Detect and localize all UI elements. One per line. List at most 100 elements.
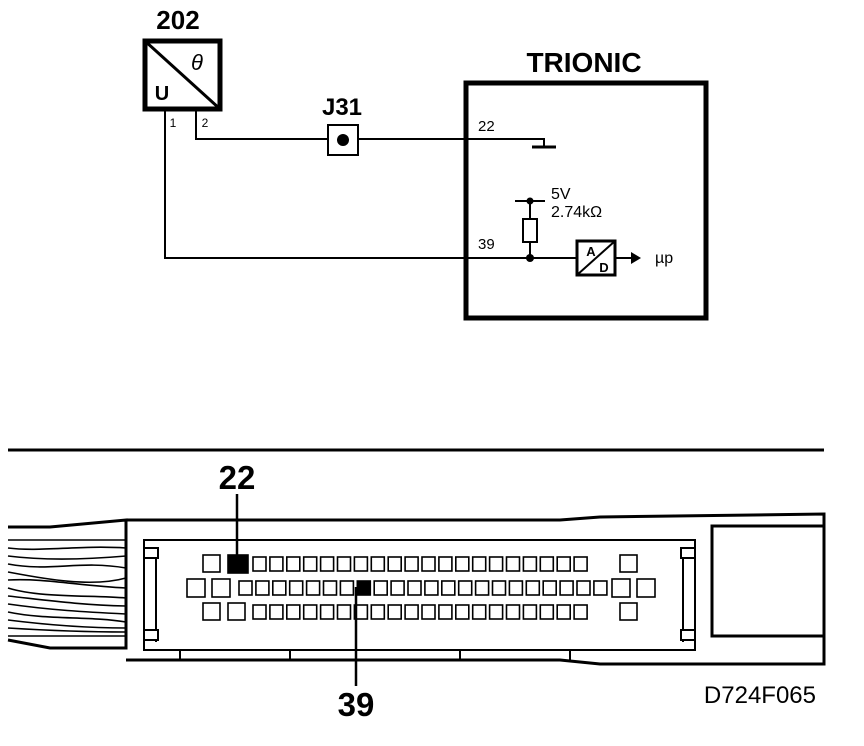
sensor-number-label: 202 <box>156 5 199 35</box>
connector-pin <box>525 580 541 596</box>
connector-pin <box>186 578 206 598</box>
connector-pin <box>404 604 419 620</box>
connector-pin <box>319 604 335 620</box>
connector-pin <box>542 580 558 596</box>
connector-pin <box>611 578 631 598</box>
connector-pin <box>522 604 538 620</box>
connector-pin <box>252 604 267 620</box>
connector-pin <box>302 604 318 620</box>
ground-symbol <box>466 138 556 149</box>
connector-pin <box>252 556 267 572</box>
converter-d-label: D <box>599 260 608 275</box>
sensor-202-box <box>142 38 223 112</box>
connector-pin <box>288 580 304 596</box>
connector-pin <box>370 556 386 572</box>
connector-face <box>143 539 696 660</box>
connector-pin <box>202 602 221 621</box>
connector-pin <box>269 556 284 572</box>
sensor-theta-symbol: θ <box>191 50 203 75</box>
callout-22-label: 22 <box>219 459 256 496</box>
connector-housing <box>7 512 826 666</box>
connector-pin <box>619 554 638 573</box>
pullup-resistor <box>522 201 538 258</box>
connector-pin <box>559 580 574 596</box>
connector-pin <box>576 580 591 596</box>
sensor-u-symbol: U <box>155 83 169 105</box>
output-label: µp <box>655 250 673 267</box>
connector-pin <box>508 580 524 596</box>
sensor-pin2-label: 2 <box>202 116 209 130</box>
connector-pin <box>404 556 419 572</box>
connector-pin <box>387 604 403 620</box>
ecu-box <box>463 80 709 321</box>
callout-39-label: 39 <box>338 686 375 723</box>
connector-pin <box>339 580 355 596</box>
junction-j31 <box>327 124 359 156</box>
connector-pin <box>424 580 439 596</box>
wire-pin1-to-ecu39 <box>164 109 466 259</box>
ecu-pin22-label: 22 <box>478 118 495 135</box>
connector-pin <box>227 602 246 621</box>
connector-pin <box>505 556 521 572</box>
connector-pin <box>271 580 287 596</box>
connector-pin <box>573 556 588 572</box>
ecu-title: TRIONIC <box>526 47 641 78</box>
connector-pin <box>636 578 656 598</box>
connector-pin <box>539 556 555 572</box>
resistor-value-label: 2.74kΩ <box>551 204 602 221</box>
connector-pin <box>370 604 386 620</box>
output-arrow <box>615 252 641 264</box>
connector-pin <box>373 580 389 596</box>
connector-pin <box>522 556 538 572</box>
connector-pin <box>202 554 221 573</box>
connector-pin <box>336 604 352 620</box>
connector-pin <box>488 556 504 572</box>
connector-pin <box>471 556 487 572</box>
connector-pin <box>491 580 507 596</box>
converter-a-label: A <box>586 244 596 259</box>
connector-pin-39 <box>356 580 372 596</box>
connector-pin <box>556 604 572 620</box>
connector-pin <box>319 556 335 572</box>
connector-pin <box>438 604 453 620</box>
connector-pin <box>440 580 456 596</box>
wire-pin2-to-ecu22 <box>195 109 328 140</box>
connector-pin <box>211 578 231 598</box>
connector-pin <box>488 604 504 620</box>
connector-pin <box>285 604 301 620</box>
ad-converter <box>575 239 617 277</box>
connector-pin-grid <box>186 554 656 621</box>
connector-pin <box>573 604 588 620</box>
connector-pin <box>421 604 436 620</box>
connector-pin <box>269 604 284 620</box>
connector-pin <box>305 580 321 596</box>
connector-pin <box>238 580 253 596</box>
connector-pin <box>454 556 470 572</box>
connector-pin <box>474 580 490 596</box>
connector-pin <box>255 580 270 596</box>
connector-pin <box>387 556 403 572</box>
connector-pin <box>353 604 369 620</box>
sensor-pin1-label: 1 <box>170 116 177 130</box>
figure-code: D724F065 <box>704 682 816 709</box>
connector-pin-22 <box>227 554 249 574</box>
wire-harness <box>7 539 127 637</box>
connector-pin <box>505 604 521 620</box>
connector-pin <box>454 604 470 620</box>
connector-pin <box>457 580 473 596</box>
connector-pin <box>556 556 572 572</box>
connector-pin <box>407 580 422 596</box>
junction-label: J31 <box>322 94 362 121</box>
connector-pin <box>471 604 487 620</box>
connector-pin <box>353 556 369 572</box>
connector-pin <box>593 580 608 596</box>
ecu-pin39-label: 39 <box>478 236 495 253</box>
connector-pin <box>619 602 638 621</box>
connector-pin <box>322 580 338 596</box>
connector-pin <box>285 556 301 572</box>
supply-voltage-label: 5V <box>551 186 571 203</box>
connector-pin <box>539 604 555 620</box>
connector-pin <box>438 556 453 572</box>
connector-pin <box>421 556 436 572</box>
